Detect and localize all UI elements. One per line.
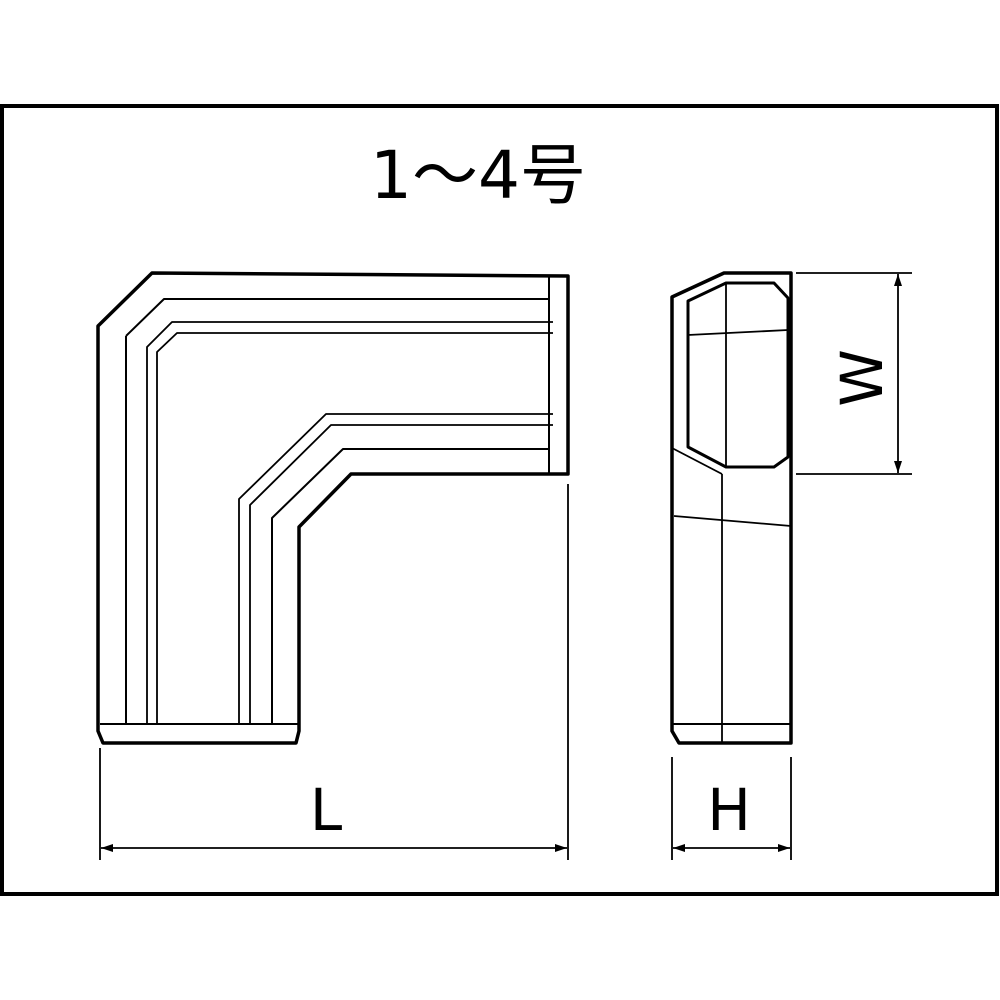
side-opening bbox=[686, 281, 790, 469]
elbow-rail-outer-2 bbox=[156, 332, 553, 724]
elbow-side-view bbox=[670, 271, 793, 745]
drawing-title: 1～4号 bbox=[370, 137, 586, 214]
elbow-rail-inner-2 bbox=[249, 424, 553, 724]
dimension-length bbox=[99, 484, 569, 860]
drawing-frame bbox=[0, 104, 999, 896]
elbow-rail-inner-1 bbox=[238, 413, 553, 724]
dimension-height bbox=[671, 757, 792, 860]
elbow-bevel-inner bbox=[271, 448, 549, 724]
side-bevel-lower bbox=[671, 447, 723, 475]
dimension-length-label: L bbox=[310, 776, 342, 844]
dimension-width-label: W bbox=[828, 349, 896, 406]
elbow-outline bbox=[96, 271, 570, 745]
elbow-rail-outer-1 bbox=[146, 321, 553, 724]
dimension-width bbox=[796, 272, 912, 475]
elbow-front-view bbox=[96, 271, 570, 745]
side-face-edge bbox=[673, 515, 792, 527]
elbow-bevel-outer bbox=[125, 298, 549, 337]
side-opening-upper-edge bbox=[687, 329, 789, 336]
dimension-height-label: H bbox=[707, 776, 751, 844]
side-outline bbox=[670, 271, 793, 745]
